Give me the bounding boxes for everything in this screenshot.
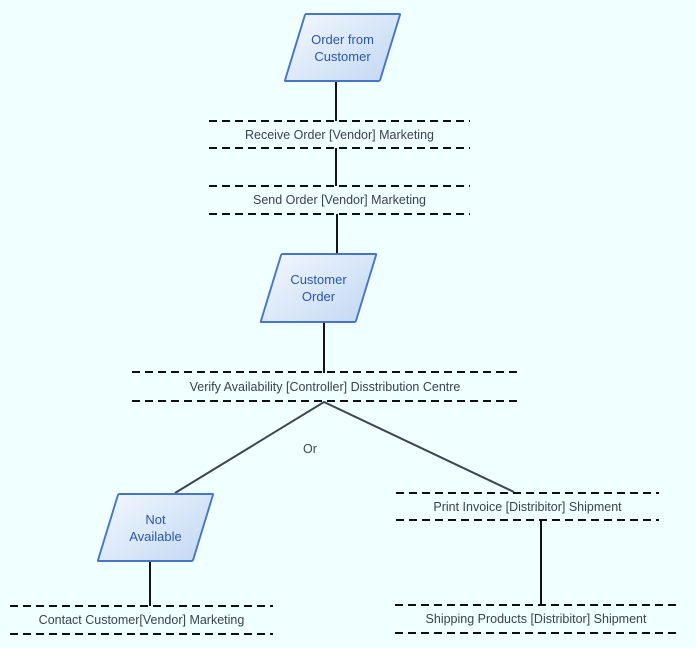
task-label: Receive Order [Vendor] Marketing: [245, 127, 434, 142]
dashed-rule: [209, 147, 470, 149]
event-order-from-customer[interactable]: Order from Customer: [294, 13, 391, 82]
task-label: Contact Customer[Vendor] Marketing: [38, 613, 245, 627]
task-print-invoice[interactable]: Print Invoice [Distribitor] Shipment: [396, 492, 659, 521]
dashed-rule: [132, 400, 518, 402]
dashed-rule: [10, 605, 273, 607]
task-contact-customer[interactable]: Contact Customer[Vendor] Marketing: [10, 605, 273, 635]
task-shipping-products[interactable]: Shipping Products [Distribitor] Shipment: [395, 604, 677, 634]
dashed-rule: [132, 371, 518, 373]
event-not-available[interactable]: Not Available: [107, 493, 204, 562]
event-label-line2: Available: [129, 528, 182, 544]
task-label: Print Invoice [Distribitor] Shipment: [433, 499, 622, 514]
task-label: Verify Availability [Controller] Disstri…: [189, 379, 461, 394]
task-verify-availability[interactable]: Verify Availability [Controller] Disstri…: [132, 371, 518, 402]
or-operator-label[interactable]: Or: [303, 442, 317, 456]
task-send-order[interactable]: Send Order [Vendor] Marketing: [209, 185, 470, 215]
task-receive-order[interactable]: Receive Order [Vendor] Marketing: [209, 120, 470, 149]
event-label-line1: Customer: [290, 272, 347, 287]
event-label: Not Available: [129, 511, 182, 545]
dashed-rule: [395, 632, 677, 634]
task-label: Shipping Products [Distribitor] Shipment: [425, 612, 647, 626]
event-label-line1: Not: [145, 511, 166, 527]
event-label-line2: Customer: [314, 48, 371, 64]
event-label-line2: Order: [301, 289, 336, 304]
dashed-rule: [395, 604, 677, 606]
dashed-rule: [209, 213, 470, 215]
event-label-line1: Order from: [311, 31, 374, 47]
dashed-rule: [396, 519, 659, 521]
dashed-rule: [209, 185, 470, 187]
dashed-rule: [396, 492, 659, 494]
event-customer-order[interactable]: Customer Order: [270, 253, 367, 323]
task-label: Send Order [Vendor] Marketing: [252, 193, 426, 207]
event-label: Customer Order: [290, 271, 346, 305]
event-label: Order from Customer: [311, 31, 374, 65]
dashed-rule: [209, 120, 470, 122]
dashed-rule: [10, 633, 273, 635]
